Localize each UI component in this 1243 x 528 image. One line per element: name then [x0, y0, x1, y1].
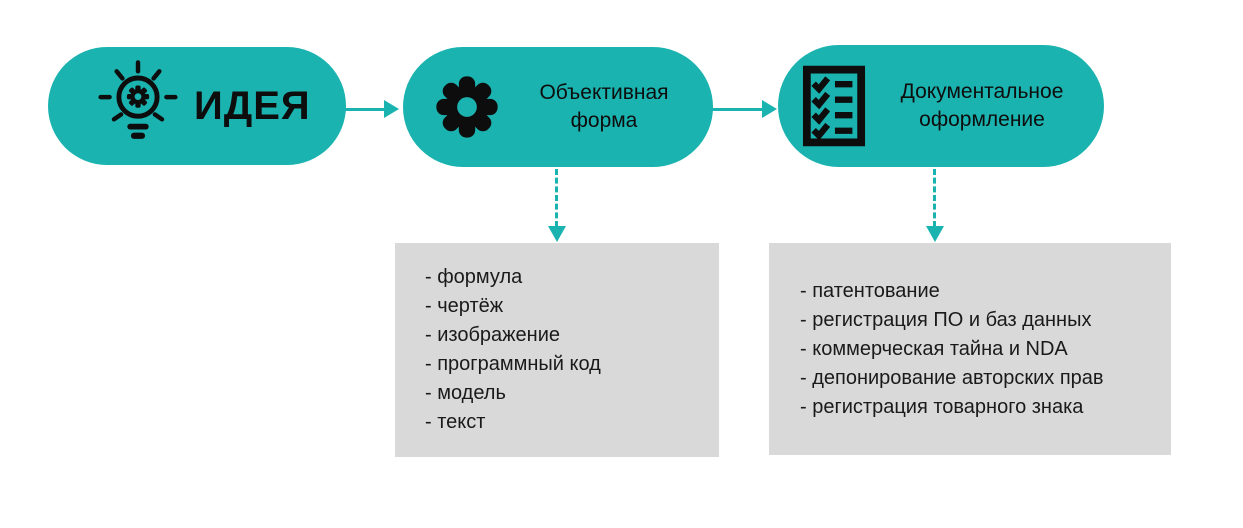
list-item: - коммерческая тайна и NDA — [800, 337, 1068, 360]
arrow-form-to-doc-head — [762, 100, 777, 118]
arrow-idea-to-form-head — [384, 100, 399, 118]
dashed-connector-doc-details — [933, 169, 936, 227]
details-box-documentation: - патентование - регистрация ПО и баз да… — [769, 243, 1171, 455]
list-item: - модель — [425, 382, 506, 404]
list-item: - изображение — [425, 324, 560, 346]
details-box-objective-form: - формула - чертёж - изображение - прогр… — [395, 243, 719, 457]
dashed-connector-form-details-head — [548, 226, 566, 242]
lightbulb-gear-icon — [98, 57, 178, 155]
flow-node-objective-form: Объективная форма — [403, 47, 713, 167]
flow-node-idea-label: ИДЕЯ — [194, 83, 311, 128]
gear-icon — [433, 73, 501, 141]
flow-node-objective-form-label: Объективная форма — [539, 81, 669, 132]
flow-node-idea: ИДЕЯ — [48, 47, 346, 165]
list-item: - формула — [425, 266, 523, 288]
list-item: - регистрация товарного знака — [800, 395, 1084, 418]
list-item: - депонирование авторских прав — [800, 366, 1104, 389]
arrow-idea-to-form — [345, 108, 386, 111]
list-item: - регистрация ПО и баз данных — [800, 308, 1092, 331]
checklist-icon — [802, 65, 866, 147]
list-item: - текст — [425, 411, 486, 433]
dashed-connector-doc-details-head — [926, 226, 944, 242]
list-item: - чертёж — [425, 295, 504, 317]
arrow-form-to-doc — [712, 108, 764, 111]
list-item: - программный код — [425, 353, 601, 375]
flow-node-documentation: Документальное оформление — [778, 45, 1104, 167]
list-item: - патентование — [800, 279, 940, 302]
flow-node-documentation-label: Документальное оформление — [900, 80, 1064, 131]
dashed-connector-form-details — [555, 169, 558, 227]
